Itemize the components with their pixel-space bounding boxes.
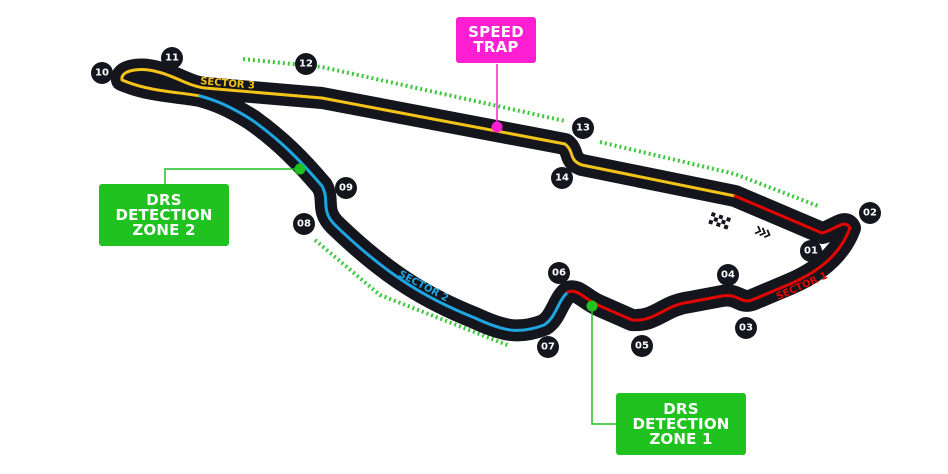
drs-zone-back-straight [313, 238, 511, 348]
drs-2-detection-point [294, 163, 306, 175]
drs-detection-zone-2-label: DRS DETECTION ZONE 2 [99, 184, 229, 246]
drs-1-line-2: DETECTION [632, 414, 730, 433]
turn-marker: 03 [735, 317, 757, 339]
turn-number: 06 [552, 268, 566, 279]
speed-trap-label: SPEED TRAP [456, 17, 536, 63]
direction-chevrons-icon [754, 225, 771, 238]
turn-number: 11 [165, 53, 179, 64]
turn-number: 13 [576, 123, 590, 134]
drs-2-line-3: ZONE 2 [132, 220, 196, 239]
drs-1-line-1: DRS [663, 399, 699, 418]
drs-2-line-1: DRS [146, 190, 182, 209]
drs-1-connector [591, 306, 616, 425]
drs-detection-zone-1-label: DRS DETECTION ZONE 1 [616, 393, 746, 455]
turn-marker: 02 [859, 202, 881, 224]
sector-3-line [120, 68, 737, 198]
turn-number: 08 [297, 219, 311, 230]
turn-marker: 06 [548, 262, 570, 284]
turn-number: 03 [739, 323, 753, 334]
drs-zone-main-straight-1 [242, 57, 566, 123]
drs-2-line-2: DETECTION [115, 205, 213, 224]
turn-marker: 05 [631, 335, 653, 357]
turn-number: 10 [95, 68, 109, 79]
turn-marker: 11 [161, 47, 183, 69]
drs-activation-zones [242, 57, 819, 348]
turn-marker: 08 [293, 213, 315, 235]
turn-number: 14 [555, 173, 569, 184]
turn-marker: 09 [335, 177, 357, 199]
turn-number: 07 [541, 342, 555, 353]
turn-marker: 13 [572, 117, 594, 139]
turn-number: 05 [635, 341, 649, 352]
chequered-flag-icon [708, 212, 732, 230]
turn-number: 01 [804, 246, 818, 257]
sector-1-line [566, 194, 852, 322]
sector-3-label: SECTOR 3 [200, 76, 256, 92]
speed-trap-line-2: TRAP [473, 38, 519, 56]
drs-2-connector [164, 168, 300, 184]
speed-trap-marker [491, 121, 503, 133]
turn-number: 12 [299, 59, 313, 70]
turn-marker: 04 [717, 264, 739, 286]
turn-number: 02 [863, 208, 877, 219]
turn-number: 04 [721, 270, 735, 281]
speed-trap-line-1: SPEED [468, 23, 524, 41]
turn-marker: 12 [295, 53, 317, 75]
drs-1-detection-point [586, 300, 598, 312]
sector-2-line [198, 94, 570, 332]
turn-marker: 10 [91, 62, 113, 84]
turn-markers: 01 02 03 04 05 06 07 08 09 10 11 12 13 1… [91, 47, 881, 358]
drs-zone-main-straight-2 [599, 140, 819, 208]
drs-1-line-3: ZONE 1 [649, 429, 713, 448]
turn-marker: 14 [551, 167, 573, 189]
turn-marker: 01 [800, 240, 822, 262]
turn-marker: 07 [537, 336, 559, 358]
turn-number: 09 [339, 183, 353, 194]
